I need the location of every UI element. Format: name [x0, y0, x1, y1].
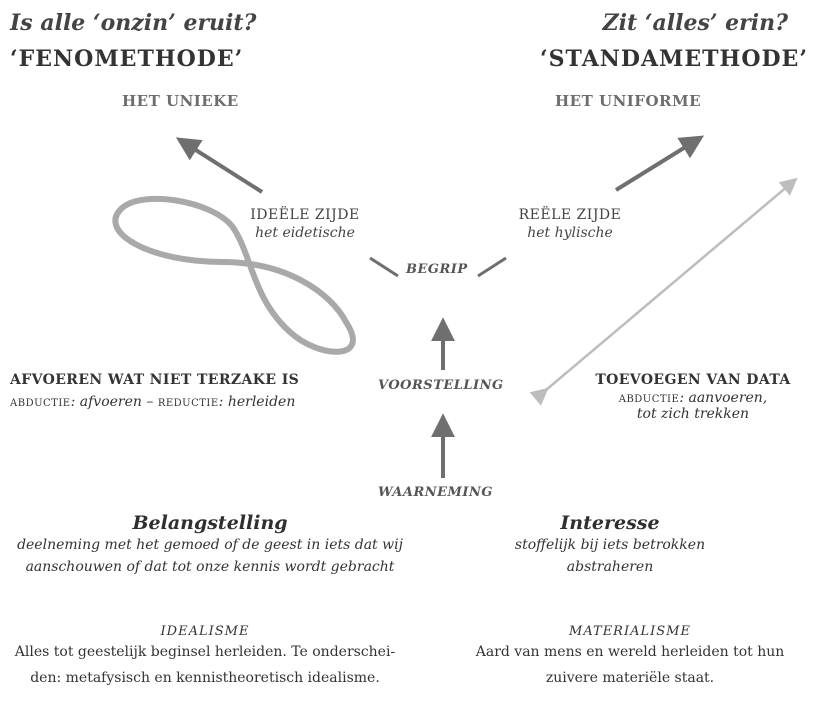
infinity-loop [112, 195, 356, 355]
connector-right [477, 256, 507, 278]
label-begrip: BEGRIP [406, 262, 468, 277]
right-method: ‘STANDAMETHODE’ [540, 46, 808, 72]
right-abductie-term: abductie [618, 390, 680, 406]
arrow-to-uniform [614, 135, 705, 192]
right-ism-title: MATERIALISME [569, 624, 691, 639]
reductie-meaning: : herleiden [218, 394, 296, 410]
left-question: Is alle ‘onzin’ eruit? [10, 10, 257, 36]
connector-left [369, 256, 399, 278]
right-side-label: REËLE ZIJDE het hylische [495, 206, 645, 242]
left-ism-line-2: den: metafysisch en kennistheoretisch id… [30, 670, 380, 686]
right-process-line-2: tot zich trekken [636, 406, 750, 422]
left-interest-line-1: deelneming met het gemoed of de geest in… [17, 537, 403, 553]
left-interest-line-2: aanschouwen of dat tot onze kennis wordt… [25, 559, 395, 575]
label-voorstelling: VOORSTELLING [378, 378, 504, 393]
right-ism: MATERIALISME Aard van mens en wereld her… [450, 624, 810, 691]
reductie-term: reductie [157, 394, 219, 410]
left-ism: IDEALISME Alles tot geestelijk beginsel … [0, 624, 410, 691]
left-process-title: AFVOEREN WAT NIET TERZAKE IS [10, 372, 300, 388]
arrow-to-unique [175, 137, 264, 194]
arrow-data-double [529, 177, 798, 406]
right-interest-line-2: abstraheren [566, 559, 654, 575]
right-question: Zit ‘alles’ erin? [602, 10, 788, 36]
right-interest-title: Interesse [560, 512, 660, 534]
left-ism-title: IDEALISME [160, 624, 250, 639]
left-ism-line-1: Alles tot geestelijk beginsel herleiden.… [14, 644, 396, 660]
right-side-sub: het hylische [527, 225, 613, 241]
right-ism-line-1: Aard van mens en wereld herleiden tot hu… [475, 644, 785, 660]
right-process-line: abductie: aanvoeren, [580, 390, 806, 406]
abductie-meaning: : afvoeren – [70, 394, 158, 410]
left-interest-title: Belangstelling [132, 512, 288, 534]
left-interest: Belangstelling deelneming met het gemoed… [0, 512, 420, 578]
left-side-title: IDEËLE ZIJDE [250, 207, 360, 223]
left-side-label: IDEËLE ZIJDE het eidetische [230, 206, 380, 242]
left-process-line: abductie: afvoeren – reductie: herleiden [10, 394, 295, 410]
right-ism-line-2: zuivere materiële staat. [545, 670, 715, 686]
right-abductie-meaning: : aanvoeren, [679, 390, 768, 406]
right-interest: Interesse stoffelijk bij iets betrokken … [470, 512, 750, 578]
left-method: ‘FENOMETHODE’ [10, 46, 244, 72]
left-side-sub: het eidetische [255, 225, 355, 241]
right-direction: HET UNIFORME [555, 92, 702, 110]
right-interest-line-1: stoffelijk bij iets betrokken [514, 537, 706, 553]
right-process-title: TOEVOEGEN VAN DATA [595, 372, 791, 388]
abductie-term: abductie [10, 394, 71, 410]
right-side-title: REËLE ZIJDE [518, 207, 622, 223]
right-process: TOEVOEGEN VAN DATA abductie: aanvoeren, … [580, 372, 806, 422]
left-direction: HET UNIEKE [122, 92, 239, 110]
label-waarneming: WAARNEMING [378, 485, 493, 500]
